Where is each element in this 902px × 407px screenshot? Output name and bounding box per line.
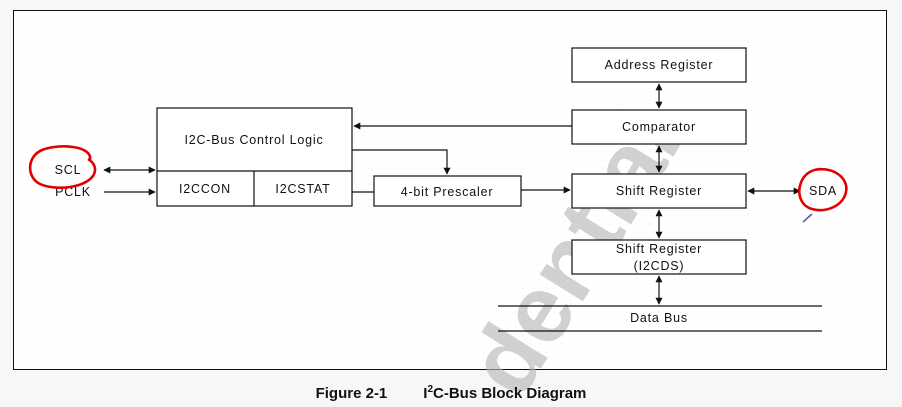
scl-label: SCL [55, 163, 82, 177]
control-to-prescaler-arrow [352, 149, 451, 175]
shift-register-i2cds-label-line2: (I2CDS) [634, 259, 685, 273]
prescaler-block: 4-bit Prescaler [373, 175, 522, 207]
shift-register-label: Shift Register [616, 184, 702, 198]
sda-annotation-circle [798, 167, 848, 212]
control-logic-block: I2C-Bus Control Logic I2CCON I2CSTAT [156, 107, 353, 207]
address-register-label: Address Register [605, 58, 714, 72]
data-bus: Data Bus [498, 305, 822, 332]
comparator-label: Comparator [622, 120, 696, 134]
prescaler-label: 4-bit Prescaler [401, 185, 494, 199]
figure-title-prefix: I [423, 385, 428, 402]
i2cstat-label: I2CSTAT [275, 182, 330, 196]
pen-stroke-mark [802, 213, 813, 223]
address-register-block: Address Register [571, 47, 747, 83]
shift-register-block: Shift Register [571, 173, 747, 209]
shift-register-i2cds-block: Shift Register (I2CDS) [571, 239, 747, 275]
figure-caption: Figure 2-1 I2C-Bus Block Diagram [0, 384, 902, 402]
i2ccon-label: I2CCON [179, 182, 231, 196]
sda-label: SDA [809, 184, 837, 198]
comparator-block: Comparator [571, 109, 747, 145]
data-bus-label: Data Bus [630, 311, 688, 325]
figure-title-superscript: 2 [427, 384, 434, 395]
figure-number: Figure 2-1 [315, 385, 388, 402]
shift-register-i2cds-label-line1: Shift Register [616, 242, 702, 256]
control-logic-label: I2C-Bus Control Logic [184, 133, 323, 147]
figure-title-rest: C-Bus Block Diagram [433, 385, 587, 402]
scl-annotation-circle [28, 145, 97, 190]
